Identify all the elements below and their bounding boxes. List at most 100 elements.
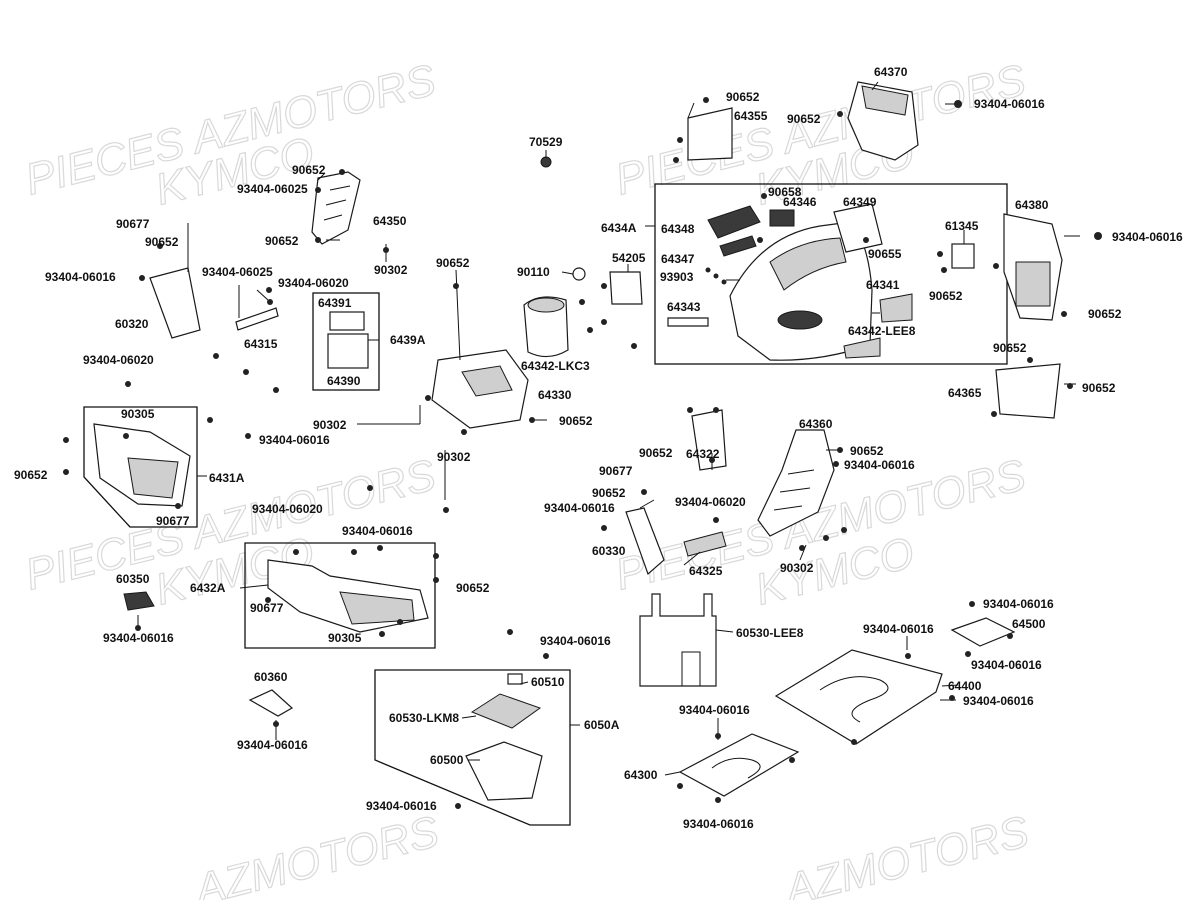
- part-64391: [329, 311, 365, 331]
- part-60500: [465, 741, 543, 801]
- part-label: 90652: [292, 163, 326, 177]
- part-label: 64325: [689, 564, 723, 578]
- part-label: 93404-06016: [342, 524, 413, 538]
- watermark-text: AZMOTORS: [188, 807, 444, 900]
- part-label: 60530-LKM8: [389, 711, 459, 725]
- part-label: 6432A: [190, 581, 226, 595]
- part-label: 90652: [929, 289, 963, 303]
- part-60320: [149, 267, 201, 339]
- part-label: 6439A: [390, 333, 426, 347]
- part-label: 90652: [1088, 307, 1122, 321]
- part-label: 93404-06016: [683, 817, 754, 831]
- part-label: 64391: [318, 296, 352, 310]
- part-64341: [879, 293, 913, 323]
- watermark-text: AZMOTORS: [778, 807, 1034, 900]
- part-label: 64348: [661, 222, 695, 236]
- part-label: 90658: [768, 185, 802, 199]
- part-label: 90652: [639, 446, 673, 460]
- part-labels: 70529 90652 64355 90652 64370 93404-0601…: [14, 65, 1183, 831]
- part-label: 70529: [529, 135, 563, 149]
- part-label: 64330: [538, 388, 572, 402]
- part-label: 64347: [661, 252, 695, 266]
- part-label: 93404-06016: [366, 799, 437, 813]
- part-label: 64315: [244, 337, 278, 351]
- part-label: 90652: [436, 256, 470, 270]
- part-60530-LKM8: [470, 693, 542, 729]
- part-label: 90305: [328, 631, 362, 645]
- part-64346: [769, 209, 795, 227]
- part-label: 93404-06016: [103, 631, 174, 645]
- group-box-6432A: [244, 542, 436, 649]
- part-label: 93404-06016: [237, 738, 308, 752]
- part-64400-groove: [819, 676, 889, 723]
- part-label: 93404-06020: [83, 353, 154, 367]
- part-label: 90302: [313, 418, 347, 432]
- part-label: 93404-06016: [983, 597, 1054, 611]
- part-label: 93404-06016: [844, 458, 915, 472]
- part-64400: [774, 649, 943, 745]
- part-label: 90110: [517, 265, 550, 279]
- part-64349: [833, 203, 883, 253]
- part-6432A-mat: [339, 591, 415, 625]
- part-label: 93404-06016: [679, 703, 750, 717]
- part-64342-LEE8: [843, 337, 881, 359]
- part-label: 60500: [430, 753, 464, 767]
- part-console-badge: [777, 310, 823, 330]
- part-label: 93404-06016: [45, 270, 116, 284]
- part-64390: [327, 333, 369, 369]
- group-boxes: [83, 183, 1008, 826]
- part-64347: [719, 235, 757, 257]
- part-90110: [572, 267, 586, 281]
- part-64355: [687, 107, 733, 161]
- part-label: 64342-LKC3: [521, 359, 590, 373]
- part-label: 90652: [726, 90, 760, 104]
- part-label: 6050A: [584, 718, 620, 732]
- part-60530-LEE8: [639, 593, 717, 687]
- part-label: 64350: [373, 214, 407, 228]
- part-64343: [667, 317, 709, 327]
- part-label: 60330: [592, 544, 626, 558]
- part-label: 93404-06025: [202, 265, 273, 279]
- group-box-6439A: [312, 292, 380, 391]
- part-64342-LKC3-rim: [527, 297, 565, 313]
- part-60330: [625, 507, 665, 576]
- part-label: 90652: [787, 112, 821, 126]
- part-label: 64400: [948, 679, 982, 693]
- part-label: 64370: [874, 65, 908, 79]
- part-label: 64355: [734, 109, 768, 123]
- part-label: 64365: [948, 386, 982, 400]
- part-label: 93404-06016: [971, 658, 1042, 672]
- part-label: 93404-06020: [675, 495, 746, 509]
- part-label: 60510: [531, 675, 565, 689]
- part-label: 64390: [327, 374, 361, 388]
- part-label: 93404-06016: [544, 501, 615, 515]
- part-label: 64349: [843, 195, 877, 209]
- part-label: 90652: [993, 341, 1027, 355]
- parts-layer: [93, 81, 1063, 801]
- part-label: 93404-06020: [252, 502, 323, 516]
- part-label: 64380: [1015, 198, 1049, 212]
- part-label: 60350: [116, 572, 150, 586]
- part-label: 61345: [945, 219, 979, 233]
- part-6431A-mat: [127, 457, 179, 499]
- part-label: 90677: [250, 601, 284, 615]
- part-label: 93404-06016: [974, 97, 1045, 111]
- part-label: 90652: [1082, 381, 1116, 395]
- part-label: 90302: [374, 263, 408, 277]
- part-label: 90652: [14, 468, 48, 482]
- group-box-6431A: [83, 406, 198, 528]
- part-64380-opening: [1015, 261, 1051, 307]
- part-label: 93404-06016: [540, 634, 611, 648]
- part-61345: [951, 243, 975, 269]
- part-64365: [995, 363, 1061, 419]
- part-60360: [248, 689, 294, 717]
- part-label: 90652: [456, 581, 490, 595]
- part-label: 64322: [686, 447, 720, 461]
- part-label: 90302: [437, 450, 471, 464]
- part-label: 90677: [156, 514, 190, 528]
- part-label: 64300: [624, 768, 658, 782]
- part-60350: [123, 591, 155, 611]
- part-console-recess: [769, 237, 847, 291]
